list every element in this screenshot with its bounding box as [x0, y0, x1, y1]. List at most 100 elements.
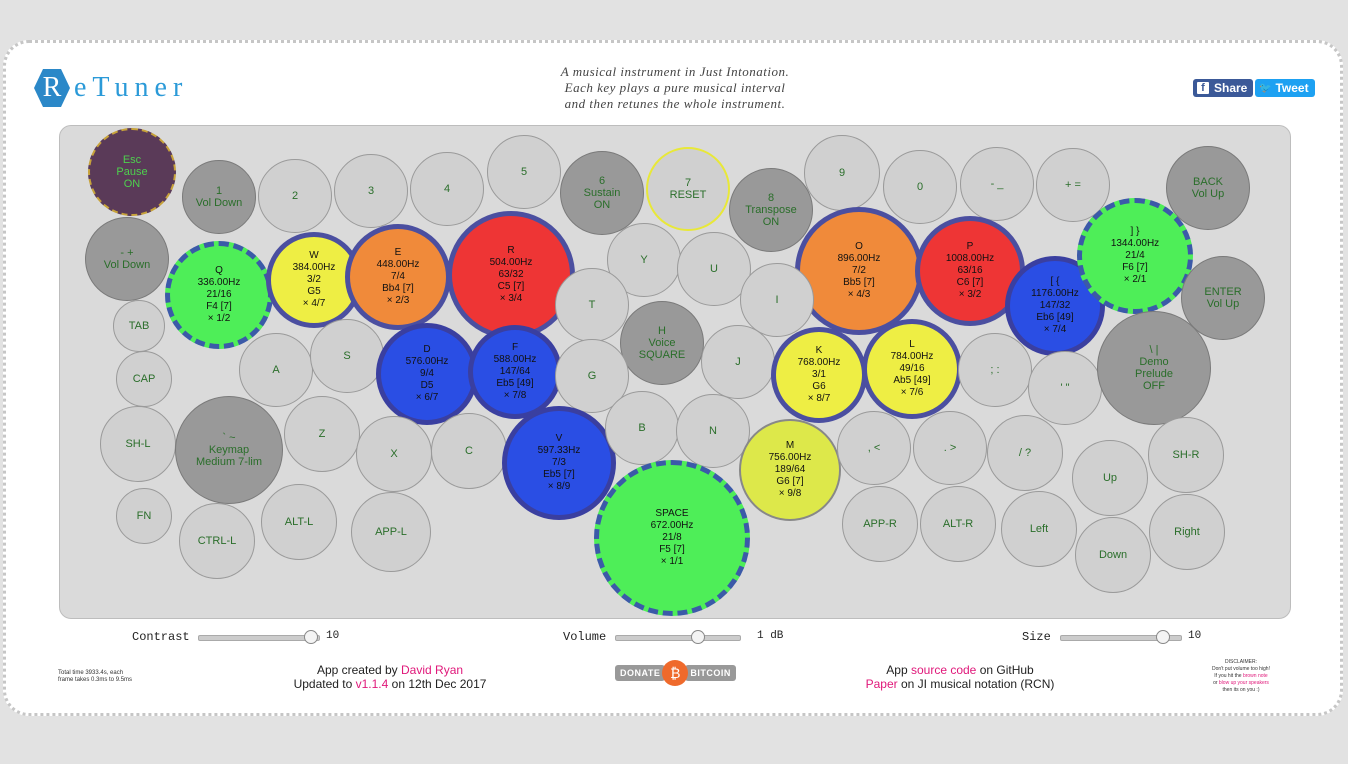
twitter-tweet-button[interactable]: 🐦 Tweet [1255, 79, 1315, 97]
key-label: G5 [307, 286, 321, 297]
key-label: × 8/7 [807, 393, 831, 404]
key-plus[interactable]: + = [1036, 148, 1110, 222]
retuner-logo[interactable]: R eTuner [34, 68, 188, 108]
brown-note-link[interactable]: brown note [1242, 673, 1268, 679]
facebook-share-button[interactable]: f Share [1193, 79, 1254, 97]
key-right[interactable]: Right [1149, 494, 1225, 570]
key-0[interactable]: 0 [883, 150, 957, 224]
key-left[interactable]: Left [1001, 491, 1077, 567]
key-u[interactable]: U [677, 232, 751, 306]
key-label: 3 [367, 185, 375, 197]
key-label: O [855, 241, 863, 252]
size-slider-thumb[interactable] [1156, 630, 1170, 644]
key-label: ; : [990, 364, 1000, 376]
key-label: Vol Up [1206, 298, 1240, 310]
key-c[interactable]: C [431, 413, 507, 489]
key-label: APP-R [863, 518, 897, 530]
version-link[interactable]: v1.1.4 [355, 677, 389, 691]
key-label: Eb6 [49] [1036, 312, 1074, 323]
blow-up-speakers-link[interactable]: blow up your speakers [1218, 680, 1269, 686]
donate-bitcoin-button[interactable]: DONATE ₿ BITCOIN [615, 660, 736, 686]
volume-slider-thumb[interactable] [690, 630, 705, 644]
key-a[interactable]: A [239, 333, 313, 407]
key-i[interactable]: I [740, 263, 814, 337]
key-label: F [511, 342, 519, 353]
key-label: Q [215, 265, 223, 276]
key-label: TAB [128, 320, 150, 332]
key-quote[interactable]: ' " [1028, 351, 1102, 425]
key-b[interactable]: B [605, 391, 679, 465]
key-shl[interactable]: SH-L [100, 406, 176, 482]
key-minus[interactable]: - _ [960, 147, 1034, 221]
key-s[interactable]: S [310, 319, 384, 393]
key-4[interactable]: 4 [410, 152, 484, 226]
key-altl[interactable]: ALT-L [261, 484, 337, 560]
key-ctrll[interactable]: CTRL-L [179, 503, 255, 579]
key-comma[interactable]: , < [837, 411, 911, 485]
key-down[interactable]: Down [1075, 517, 1151, 593]
source-code-link[interactable]: source code [910, 663, 977, 677]
key-period[interactable]: . > [913, 411, 987, 485]
key-appr[interactable]: APP-R [842, 486, 918, 562]
key-cap[interactable]: CAP [116, 351, 172, 407]
key-3[interactable]: 3 [334, 154, 408, 228]
key-label: E [394, 247, 402, 258]
key-n[interactable]: N [676, 394, 750, 468]
key-z[interactable]: Z [284, 396, 360, 472]
key-label: T [588, 299, 596, 311]
tweet-label: Tweet [1275, 81, 1309, 95]
volume-slider[interactable] [615, 630, 741, 644]
key-appl[interactable]: APP-L [351, 492, 431, 572]
key-label: APP-L [375, 526, 407, 538]
key-5[interactable]: 5 [487, 135, 561, 209]
key-2[interactable]: 2 [258, 159, 332, 233]
key-label: X [390, 448, 398, 460]
key-up[interactable]: Up [1072, 440, 1148, 516]
key-9[interactable]: 9 [804, 135, 880, 211]
key-g[interactable]: G [555, 339, 629, 413]
key-x[interactable]: X [356, 416, 432, 492]
key-tab[interactable]: TAB [113, 300, 165, 352]
key-label: × 2/1 [1123, 274, 1147, 285]
contrast-slider[interactable] [198, 630, 320, 644]
key-label: Voice [648, 337, 676, 349]
tagline: A musical instrument in Just Intonation.… [480, 64, 870, 112]
author-link[interactable]: David Ryan [401, 663, 464, 677]
key-shr[interactable]: SH-R [1148, 417, 1224, 493]
size-slider[interactable] [1060, 630, 1182, 644]
key-altr[interactable]: ALT-R [920, 486, 996, 562]
key-j[interactable]: J [701, 325, 775, 399]
key-semi[interactable]: ; : [958, 333, 1032, 407]
paper-link[interactable]: Paper [865, 677, 898, 691]
key-fn[interactable]: FN [116, 488, 172, 544]
key-label: Transpose [745, 204, 797, 216]
key-t[interactable]: T [555, 268, 629, 342]
key-tilde[interactable]: - +Vol Down [85, 217, 169, 301]
contrast-slider-thumb[interactable] [303, 630, 318, 644]
key-slash[interactable]: / ? [987, 415, 1063, 491]
